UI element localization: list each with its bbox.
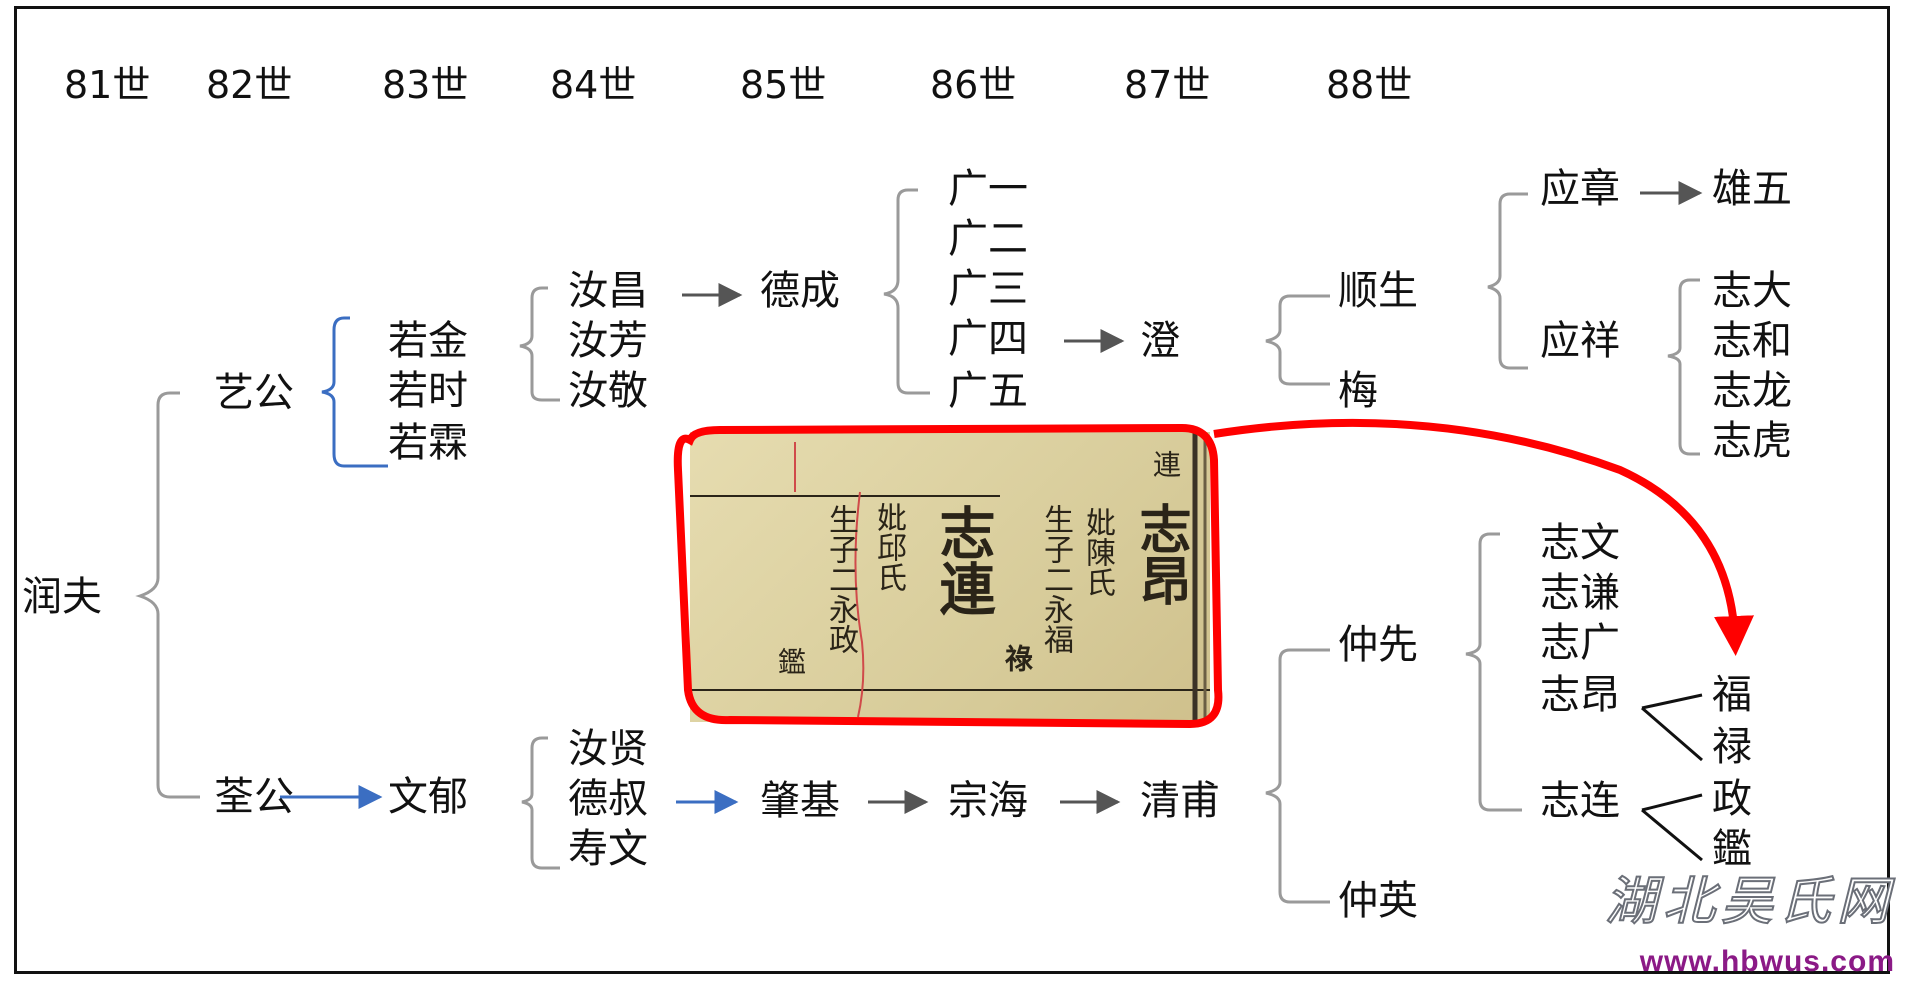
node-cheng: 澄 — [1140, 318, 1180, 364]
node-zhongying: 仲英 — [1338, 878, 1418, 924]
node-zhiqian: 志谦 — [1540, 570, 1620, 616]
generation-84: 84世 — [550, 63, 637, 107]
node-yingzhang: 应章 — [1540, 166, 1620, 212]
node-zheng: 政 — [1712, 776, 1752, 822]
node-zhilong: 志龙 — [1712, 368, 1792, 414]
scan-zhiang-sons: 生子二永福 — [1038, 504, 1073, 654]
node-guang3: 广三 — [948, 266, 1028, 312]
node-ruxian: 汝贤 — [568, 726, 648, 772]
node-wenyu: 文郁 — [388, 774, 468, 820]
generation-81: 81世 — [64, 63, 151, 107]
node-zhaoji: 肇基 — [760, 778, 840, 824]
node-runfu: 润夫 — [22, 574, 102, 620]
generation-85: 85世 — [740, 63, 827, 107]
generation-83: 83世 — [382, 63, 469, 107]
node-shunsheng: 顺生 — [1338, 268, 1418, 314]
diagram-frame — [14, 6, 1890, 974]
node-deshu: 德叔 — [568, 776, 648, 822]
node-mei: 梅 — [1338, 368, 1378, 414]
scan-zhilian-wife: 妣邱氏 — [871, 502, 906, 592]
scan-lian-top: 連 — [1149, 450, 1182, 478]
node-rufang: 汝芳 — [568, 318, 648, 364]
scan-ruling-lines — [690, 432, 1210, 722]
node-decheng: 德成 — [760, 268, 840, 314]
scan-zhiang-wife: 妣陳氏 — [1080, 507, 1115, 597]
node-zonghai: 宗海 — [948, 778, 1028, 824]
node-zhiang: 志昂 — [1540, 672, 1620, 718]
node-shouwen: 寿文 — [568, 826, 648, 872]
node-zhihu: 志虎 — [1712, 418, 1792, 464]
node-zhongxian: 仲先 — [1338, 622, 1418, 668]
node-yingxiang: 应祥 — [1540, 318, 1620, 364]
node-zhilian: 志连 — [1540, 778, 1620, 824]
node-fu: 福 — [1712, 672, 1752, 718]
node-guang5: 广五 — [948, 368, 1028, 414]
scan-zhilian-jian: 鑑 — [774, 647, 807, 675]
node-lu: 禄 — [1712, 724, 1752, 770]
node-zhiguang: 志广 — [1540, 620, 1620, 666]
watermark-site-name: 湖北吴氏网 — [1604, 871, 1895, 933]
scan-zhiang-name: 志昂 — [1130, 502, 1191, 606]
scan-zhilian-sons: 生子二永政 — [823, 504, 858, 654]
node-guang2: 广二 — [948, 216, 1028, 262]
node-quangong: 荃公 — [214, 774, 294, 820]
generation-86: 86世 — [930, 63, 1017, 107]
node-ruchang: 汝昌 — [568, 268, 648, 314]
scan-zhiang-lu: 祿 — [1001, 644, 1034, 672]
node-guang1: 广一 — [948, 166, 1028, 212]
node-ruojin: 若金 — [388, 318, 468, 364]
generation-87: 87世 — [1124, 63, 1211, 107]
node-zhihe: 志和 — [1712, 318, 1792, 364]
node-zhiwen: 志文 — [1540, 520, 1620, 566]
generation-88: 88世 — [1326, 63, 1413, 107]
scan-zhilian-name: 志連 — [930, 504, 996, 616]
node-xiongwu: 雄五 — [1712, 166, 1792, 212]
node-qingfu: 清甫 — [1140, 778, 1220, 824]
node-yigong: 艺公 — [214, 370, 294, 416]
genealogy-scan-excerpt: 連 志昂 妣陳氏 生子二永福 祿 志連 妣邱氏 生子二永政 鑑 — [690, 432, 1210, 722]
node-ruoshi: 若时 — [388, 368, 468, 414]
node-jian: 鑑 — [1712, 826, 1752, 872]
node-guang4: 广四 — [948, 316, 1028, 362]
watermark-url: www.hbwus.com — [1639, 945, 1895, 978]
node-zhida: 志大 — [1712, 268, 1792, 314]
generation-82: 82世 — [206, 63, 293, 107]
node-ruolin: 若霖 — [388, 420, 468, 466]
node-rujing: 汝敬 — [568, 368, 648, 414]
